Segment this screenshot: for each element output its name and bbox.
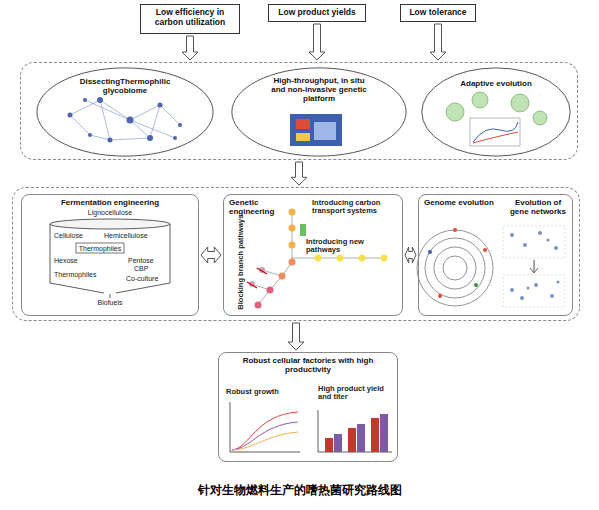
node-title: Genome evolution [424, 198, 499, 207]
block-arrow [291, 162, 307, 185]
genome-marks [428, 228, 487, 298]
strategy-oval: DissectingThermophilic glycobiome [36, 67, 214, 157]
node-title: Adaptive evolution [441, 79, 551, 88]
genome-circles [417, 230, 493, 306]
block-arrow [288, 323, 304, 350]
diagram-label: Biofuels [80, 299, 140, 307]
problem-box: Low tolerance [400, 4, 476, 22]
node-title: High-throughput, in situ and non-invasiv… [267, 76, 371, 104]
diagram-label: High product yield and titer [318, 385, 394, 402]
diagram-label: Introducing new pathways [306, 238, 398, 255]
node-title: Robust cellular factories with high prod… [224, 356, 392, 374]
platform-image [290, 114, 342, 146]
evolution-image [446, 92, 547, 146]
diagram-label: Introducing carbon transport systems [312, 199, 394, 216]
node-subtitle: Evolution of gene networks [505, 198, 571, 216]
node-title: Low tolerance [404, 8, 472, 18]
strategy-oval: Adaptive evolution [421, 67, 571, 157]
outcome-box: Robust cellular factories with high prod… [218, 352, 398, 462]
oval-outline [37, 68, 213, 156]
caption: 针对生物燃料生产的嗜热菌研究路线图 [0, 484, 599, 497]
diagram-label: Thermophiles [76, 245, 124, 253]
gene-network [503, 226, 565, 307]
yield-chart [318, 410, 392, 452]
node-title: Low product yields [272, 8, 362, 18]
problem-box: Low efficiency in carbon utilization [140, 4, 240, 34]
diagram-label: Co-culture [126, 275, 168, 283]
strategy-oval: High-throughput, in situ and non-invasiv… [231, 67, 407, 157]
engineering-box: Genome evolution Evolution of gene networ… [418, 194, 573, 316]
pathway-dots [247, 209, 388, 309]
fermenter-vessel [50, 219, 170, 298]
oval-outline [232, 68, 406, 156]
block-arrow [201, 247, 221, 263]
glycobiome-dots [68, 97, 183, 143]
block-arrow [309, 24, 325, 60]
diagram-label: Pentose [128, 257, 168, 265]
diagram-label: CBP [134, 265, 164, 273]
diagram-label: Hemicellulose [104, 232, 164, 240]
diagram-label: Thermophiles [54, 271, 104, 279]
engineering-band: Fermentation engineering Genetic engineer… [12, 187, 580, 321]
strategy-band: DissectingThermophilic glycobiome High-th… [20, 62, 578, 160]
glycobiome-network [70, 100, 180, 140]
diagram-label: Lignocellulose [60, 209, 160, 217]
growth-chart [230, 402, 300, 452]
diagram-label: Robust growth [226, 388, 306, 396]
node-title: Fermentation engineering [27, 198, 193, 207]
block-arrow [182, 36, 198, 60]
node-title: DissectingThermophilic glycobiome [66, 77, 184, 95]
block-arrow [430, 24, 446, 60]
oval-outline [422, 68, 571, 156]
node-title: Genetic engineering [229, 198, 299, 216]
diagram-label: Cellulose [54, 232, 94, 240]
node-title: Low efficiency in carbon utilization [144, 8, 236, 28]
diagram-label: Blocking branch pathways [237, 207, 245, 317]
block-arrow [405, 247, 416, 263]
problem-box: Low product yields [268, 4, 366, 22]
diagram-label: Hexose [54, 257, 94, 265]
